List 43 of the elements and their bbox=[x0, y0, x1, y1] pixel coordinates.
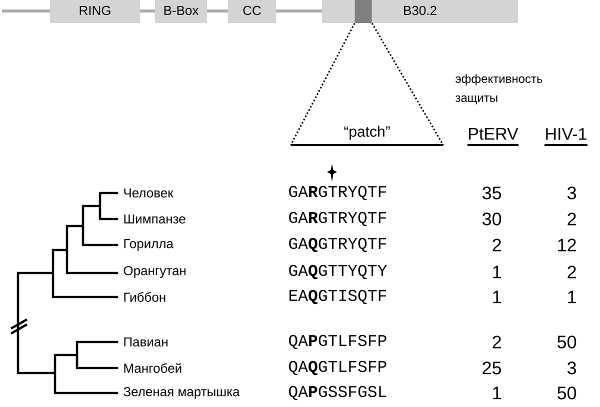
value: 2 bbox=[568, 212, 576, 226]
column-header: PtERV bbox=[467, 128, 519, 146]
value: 50 bbox=[558, 386, 576, 400]
value: 12 bbox=[558, 238, 576, 252]
value: 3 bbox=[567, 362, 576, 374]
sequence-text: EAQGTISQTF bbox=[290, 290, 386, 304]
species-name: Орангутан bbox=[124, 266, 186, 278]
sequence-text: GAQGTTYQTY bbox=[289, 264, 387, 280]
sequence-text: QAQGTLFSFP bbox=[289, 360, 386, 376]
species-name: Человек bbox=[124, 188, 174, 198]
column-header: HIV-1 bbox=[544, 128, 588, 146]
sequence-text: GARGTRYQTF bbox=[289, 212, 386, 226]
sequence-text: GARGTRYQTF bbox=[289, 186, 386, 200]
zoom-line bbox=[371, 22, 444, 146]
value: 2 bbox=[492, 238, 501, 252]
value: 3 bbox=[567, 186, 576, 200]
sequence-text: QAPGSSFGSL bbox=[289, 386, 386, 400]
domain-box: B-Box bbox=[155, 0, 207, 23]
value: 25 bbox=[482, 362, 502, 374]
species-name: Мангобей bbox=[124, 363, 182, 373]
species-name: Шимпанзе bbox=[124, 214, 186, 224]
value: 2 bbox=[492, 336, 501, 348]
highlighted-region bbox=[354, 0, 372, 23]
value: 35 bbox=[482, 186, 502, 200]
species-name: Горилла bbox=[124, 239, 174, 251]
value: 2 bbox=[568, 266, 576, 278]
value: 1 bbox=[568, 290, 576, 304]
column-heading: эффективность защиты bbox=[455, 74, 542, 104]
sequence-text: GAQGTRYQTF bbox=[289, 238, 386, 252]
value: 50 bbox=[558, 336, 576, 348]
domain-box: CC bbox=[228, 0, 276, 23]
species-name: Зеленая мартышка bbox=[124, 387, 240, 399]
value: 1 bbox=[493, 386, 501, 400]
zoom-line bbox=[290, 22, 356, 146]
domain-box: B30.2 bbox=[322, 0, 518, 23]
sequence-text: QAPGTLFSFP bbox=[289, 334, 386, 350]
species-name: Павиан bbox=[124, 337, 168, 347]
value: 30 bbox=[482, 212, 502, 226]
value: 1 bbox=[493, 266, 501, 278]
species-name: Гиббон bbox=[124, 292, 166, 302]
patch-header: “patch” bbox=[290, 126, 444, 146]
value: 1 bbox=[493, 290, 501, 304]
domain-box: RING bbox=[50, 0, 140, 23]
